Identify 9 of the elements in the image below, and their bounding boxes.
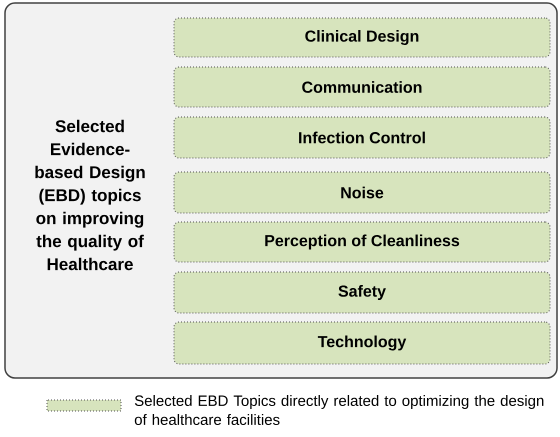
topic-box: Safety — [174, 272, 550, 314]
legend-text: Selected EBD Topics directly related to optimizing the design of healthcare facilities — [134, 395, 544, 425]
topic-box: Technology — [174, 322, 550, 364]
topic-box: Communication — [174, 66, 550, 108]
topic-box: Clinical Design — [174, 18, 550, 58]
topic-box: Perception of Cleanliness — [174, 222, 550, 262]
topic-box: Infection Control — [174, 116, 550, 158]
topic-box: Noise — [174, 172, 550, 214]
heading-text: Selected Evidence-based Design (EBD) topics on improving the quality of Healthcare — [35, 120, 145, 270]
